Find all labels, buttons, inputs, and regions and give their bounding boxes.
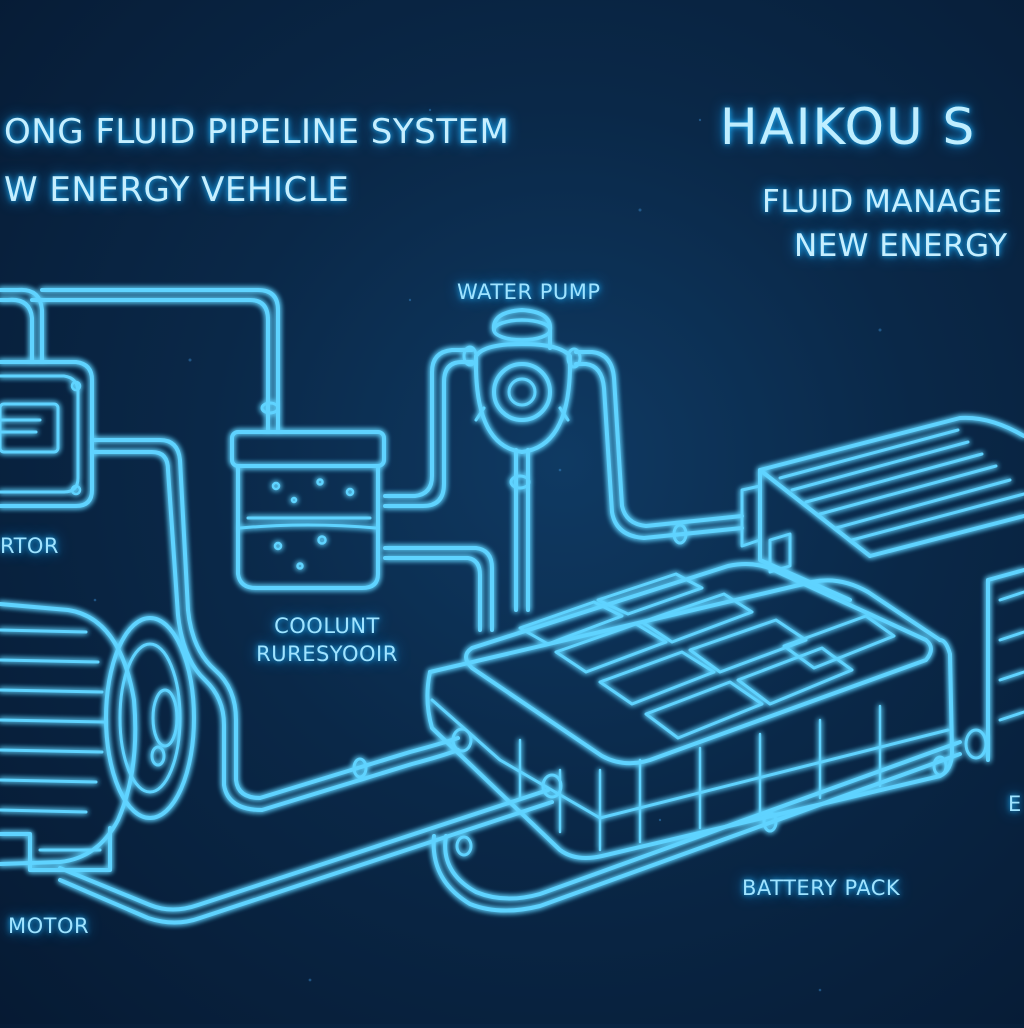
edge-label: E: [1008, 792, 1022, 816]
coolant-reservoir-label-line2: RURESYOOIR: [256, 642, 398, 666]
water-pump-label: WATER PUMP: [457, 280, 601, 304]
coolant-reservoir: [230, 430, 386, 590]
title-left-line2: W ENERGY VEHICLE: [4, 170, 350, 210]
background-specks: [93, 108, 882, 992]
coolant-reservoir-label-line1: COOLUNT: [274, 614, 380, 638]
motor-label: MOTOR: [8, 914, 90, 938]
radiator-label: RTOR: [0, 534, 60, 558]
water-pump: [473, 308, 573, 454]
coolant-pipes: [0, 287, 962, 925]
title-right-line1: HAIKOU S: [720, 98, 977, 156]
title-right-line3: NEW ENERGY: [794, 228, 1008, 264]
title-left-line1: ONG FLUID PIPELINE SYSTEM: [4, 112, 510, 152]
title-right-line2: FLUID MANAGE: [762, 184, 1003, 220]
coolant-reservoir-label: COOLUNT RURESYOOIR: [252, 612, 402, 668]
battery-module-rear: [740, 415, 1024, 762]
electric-motor: [0, 602, 196, 872]
battery-pack: [425, 562, 954, 860]
battery-pack-label: BATTERY PACK: [742, 876, 901, 900]
radiator: [0, 360, 94, 508]
